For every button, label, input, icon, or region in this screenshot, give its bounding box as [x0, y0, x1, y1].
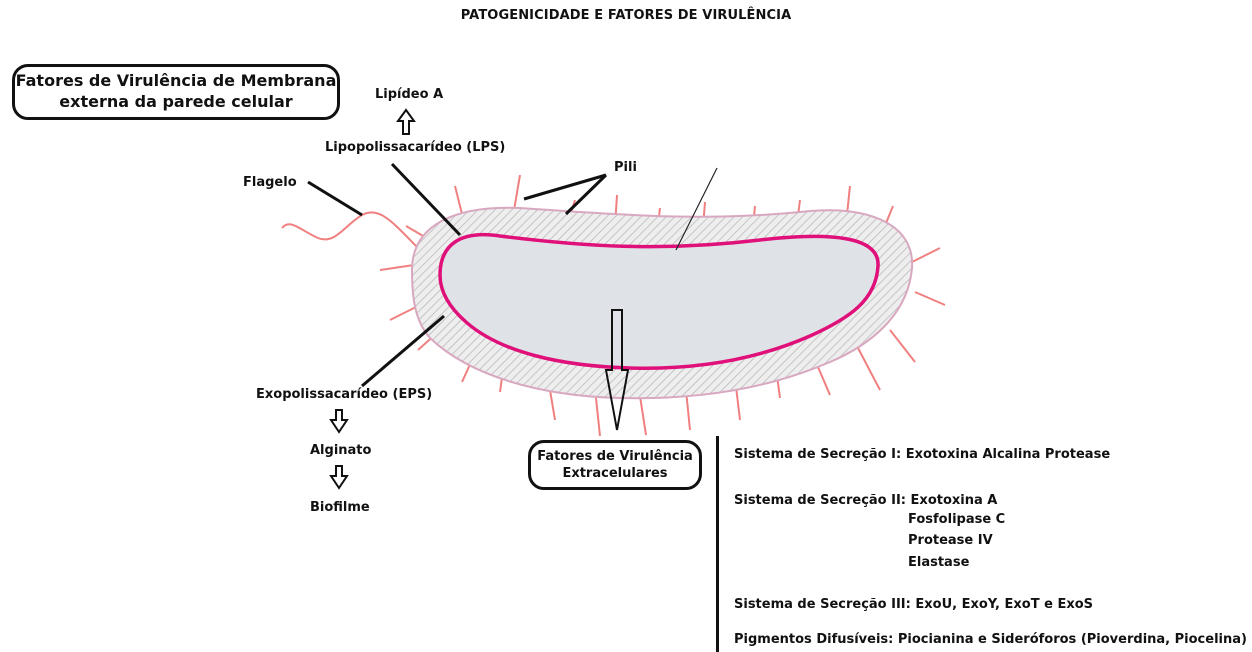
pilus: [858, 348, 880, 390]
label-biofilme: Biofilme: [310, 500, 370, 515]
label-eps: Exopolissacarídeo (EPS): [256, 387, 432, 402]
secretion-system-2: Sistema de Secreção II: Exotoxina A: [734, 493, 997, 508]
secretion-divider-line: [716, 436, 719, 652]
label-alginato: Alginato: [310, 443, 371, 458]
lps-callout-line: [392, 164, 460, 235]
label-lipideo-a: Lipídeo A: [375, 87, 443, 102]
secretion-system-3: Sistema de Secreção III: ExoU, ExoY, Exo…: [734, 597, 1093, 612]
arrow-down-alginato: [331, 410, 347, 432]
pilus: [890, 330, 915, 362]
flagellum: [282, 212, 420, 250]
secretion-system-2-item: Elastase: [908, 555, 969, 570]
label-lps: Lipopolissacarídeo (LPS): [325, 140, 505, 155]
secretion-system-2-label: Sistema de Secreção II:: [734, 493, 906, 508]
extracellular-box-line2: Extracelulares: [531, 465, 699, 482]
secretion-system-1-item: Exotoxina Alcalina Protease: [906, 447, 1110, 462]
pilus: [596, 398, 600, 436]
arrow-up-lipideo: [398, 110, 414, 134]
pilus: [550, 390, 555, 420]
secretion-system-1: Sistema de Secreção I: Exotoxina Alcalin…: [734, 447, 1110, 462]
secretion-system-2-item: Fosfolipase C: [908, 512, 1005, 527]
extracellular-box-line1: Fatores de Virulência: [531, 448, 699, 465]
pilus: [640, 396, 646, 435]
arrow-down-biofilme: [331, 466, 347, 488]
eps-callout-line: [362, 316, 444, 386]
pilus: [912, 248, 940, 262]
pilus: [380, 265, 414, 270]
secretion-system-1-label: Sistema de Secreção I:: [734, 447, 901, 462]
label-flagelo: Flagelo: [243, 175, 297, 190]
secretion-system-2-item: Protease IV: [908, 533, 993, 548]
diffusible-pigments-label: Pigmentos Difusíveis:: [734, 632, 893, 647]
pilus: [915, 292, 945, 305]
diffusible-pigments: Pigmentos Difusíveis: Piocianina e Sider…: [734, 632, 1247, 647]
secretion-system-3-item: ExoU, ExoY, ExoT e ExoS: [915, 597, 1093, 612]
extracellular-factors-box: Fatores de Virulência Extracelulares: [528, 440, 702, 490]
label-pili: Pili: [614, 160, 637, 175]
flagelo-callout-line: [308, 182, 362, 215]
diffusible-pigments-item: Piocianina e Sideróforos (Pioverdina, Pi…: [898, 632, 1247, 647]
secretion-system-3-label: Sistema de Secreção III:: [734, 597, 911, 612]
secretion-system-2-item: Exotoxina A: [911, 493, 998, 508]
